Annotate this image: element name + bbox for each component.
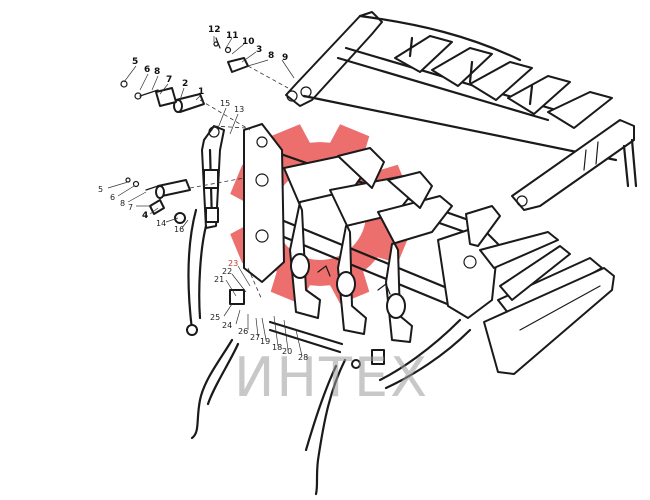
upper-pin-assembly	[120, 37, 249, 113]
callout-7-top: 7	[166, 75, 172, 85]
callout-13: 13	[234, 105, 244, 114]
callout-28: 28	[298, 353, 308, 362]
hydraulic-hoses	[186, 208, 472, 496]
callout-18: 18	[272, 343, 282, 352]
upper-clamp-frame	[285, 11, 638, 211]
callout-21: 21	[214, 275, 224, 284]
callout-23: 23	[228, 259, 238, 268]
callout-labels: 12 11 10 3 8 9 5 6 8 7 2 1 15 13 5 6 8 7…	[98, 25, 308, 362]
callout-26: 26	[238, 327, 248, 336]
callout-25: 25	[210, 313, 220, 322]
callout-27: 27	[250, 333, 260, 342]
watermark-text: ИНТЕХ	[234, 346, 429, 409]
assembly-guide-lines	[189, 65, 289, 301]
callout-5-top: 5	[132, 57, 138, 67]
callout-19: 19	[260, 337, 270, 346]
leader-lines	[107, 36, 303, 357]
callout-6-left: 6	[110, 193, 115, 202]
lower-forks	[465, 205, 615, 375]
main-carriage	[243, 123, 499, 343]
callout-12: 12	[208, 25, 221, 35]
callout-6-top: 6	[144, 65, 150, 75]
callout-8-top: 8	[268, 51, 274, 61]
left-pin-assembly	[125, 177, 191, 224]
hydraulic-cylinder	[201, 125, 225, 229]
callout-8-left: 8	[120, 199, 125, 208]
callout-5-left: 5	[98, 185, 103, 194]
callout-11: 11	[226, 31, 239, 41]
callout-3: 3	[256, 45, 262, 55]
callout-20: 20	[282, 347, 292, 356]
callout-22: 22	[222, 267, 232, 276]
callout-16: 16	[174, 225, 184, 234]
callout-1: 1	[198, 87, 204, 97]
callout-14: 14	[156, 219, 166, 228]
callout-15: 15	[220, 99, 230, 108]
callout-9: 9	[282, 53, 288, 63]
callout-2: 2	[182, 79, 188, 89]
callout-7-left: 7	[128, 203, 133, 212]
callout-24: 24	[222, 321, 232, 330]
callout-10: 10	[242, 37, 255, 47]
callout-8-mid: 8	[154, 67, 160, 77]
callout-4: 4	[142, 211, 148, 221]
